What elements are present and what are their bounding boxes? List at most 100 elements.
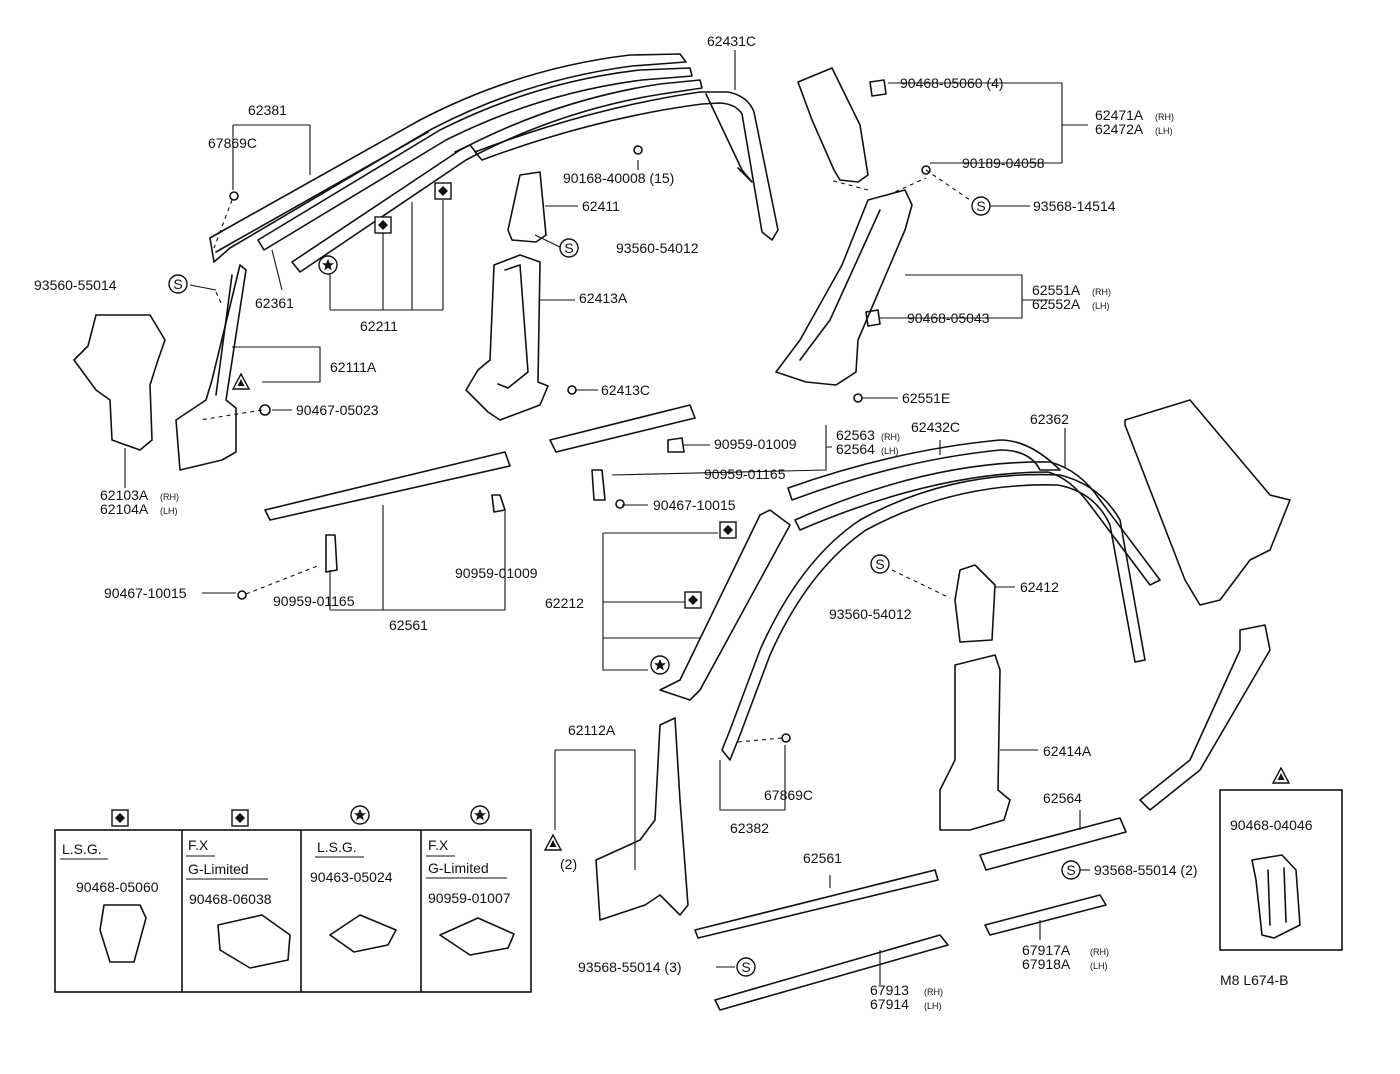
part-62361-shape — [257, 67, 693, 251]
label-93568-55014-2: 93568-55014 (2) — [1094, 862, 1198, 878]
label-62413a: 62413A — [579, 290, 628, 306]
label-67914-lh: (LH) — [924, 1001, 942, 1011]
label-90467-10015-b: 90467-10015 — [104, 585, 187, 601]
part-62112a-shape — [595, 717, 689, 921]
part-62413a-shape — [465, 254, 549, 421]
label-62564: 62564 — [1043, 790, 1082, 806]
clip-legend-table: L.S.G. 90468-05060 F.X G-Limited 90468-0… — [54, 829, 532, 993]
label-62552a: 62552A — [1032, 296, 1081, 312]
label-90959-01009-b: 90959-01009 — [455, 565, 538, 581]
leader-lines — [124, 50, 1090, 985]
label-90959-01009-a: 90959-01009 — [714, 436, 797, 452]
label-67869c-a: 67869C — [208, 135, 257, 151]
label-90467-10015-a: 90467-10015 — [653, 497, 736, 513]
part-62551a-shape — [775, 189, 913, 386]
s-label: S — [173, 276, 182, 292]
part-62414a-shape — [939, 654, 1011, 831]
label-62564-lh: 62564 — [836, 441, 875, 457]
drawing-reference: M8 L674-B — [1220, 972, 1288, 988]
label-62561-b: 62561 — [803, 850, 842, 866]
label-62362: 62362 — [1030, 411, 1069, 427]
part-62431c-shape — [474, 91, 779, 241]
label-62551a: 62551A — [1032, 282, 1081, 298]
part-62471a-shape — [797, 67, 869, 183]
label-67918a-lh: (LH) — [1090, 961, 1108, 971]
label-62381: 62381 — [248, 102, 287, 118]
label-62472a-lh: (LH) — [1155, 126, 1173, 136]
part-labels: 62431C 62381 67869C 93560-55014 62361 62… — [34, 33, 1288, 1012]
part-62362-shape — [794, 461, 1161, 586]
label-90468-05060-4: 90468-05060 (4) — [900, 75, 1004, 91]
part-62111a-shape — [175, 264, 247, 471]
legend-c2-part: 90468-06038 — [189, 891, 272, 907]
part-62103a-shape — [73, 314, 166, 451]
label-62471a-rh: (RH) — [1155, 112, 1174, 122]
label-62552a-lh: (LH) — [1092, 301, 1110, 311]
label-62471a: 62471A — [1095, 107, 1144, 123]
s-label: S — [564, 240, 573, 256]
label-62563-rh: (RH) — [881, 432, 900, 442]
label-62103a: 62103A — [100, 487, 149, 503]
label-90189: 90189-04058 — [962, 155, 1045, 171]
legend-c2-title: F.X — [188, 837, 209, 853]
s-label: S — [1066, 862, 1075, 878]
label-62563: 62563 — [836, 427, 875, 443]
label-62432c: 62432C — [911, 419, 960, 435]
part-62381-shape — [209, 53, 687, 263]
s-label: S — [875, 556, 884, 572]
label-62111a: 62111A — [330, 359, 377, 375]
label-93568-14514: 93568-14514 — [1033, 198, 1116, 214]
label-62551a-rh: (RH) — [1092, 287, 1111, 297]
part-right-quarter-trim-shape — [1124, 399, 1291, 811]
part-62212-shape — [659, 509, 791, 701]
s-clip-markers: S S S S S S — [168, 196, 1081, 977]
label-90467-05023: 90467-05023 — [296, 402, 379, 418]
legend-c3-part: 90463-05024 — [310, 869, 393, 885]
label-67914: 67914 — [870, 996, 909, 1012]
label-93560-55014: 93560-55014 — [34, 277, 117, 293]
inset-label: 90468-04046 — [1230, 817, 1313, 833]
label-90468-05043: 90468-05043 — [907, 310, 990, 326]
s-label: S — [976, 198, 985, 214]
label-67869c-b: 67869C — [764, 787, 813, 803]
label-62561-a: 62561 — [389, 617, 428, 633]
part-62564-shape — [979, 817, 1127, 871]
label-62103a-rh: (RH) — [160, 492, 179, 502]
label-93560-54012-a: 93560-54012 — [616, 240, 699, 256]
label-62361: 62361 — [255, 295, 294, 311]
label-62412: 62412 — [1020, 579, 1059, 595]
label-67918a: 67918A — [1022, 956, 1071, 972]
label-2: (2) — [560, 856, 577, 872]
label-62414a: 62414A — [1043, 743, 1092, 759]
legend-c4-title2: G-Limited — [428, 860, 489, 876]
part-62382-shape — [721, 473, 1146, 761]
part-62411-shape — [507, 171, 547, 243]
label-62382: 62382 — [730, 820, 769, 836]
label-62551e: 62551E — [902, 390, 950, 406]
part-67917a-shape — [984, 894, 1107, 936]
label-93568-55014-3: 93568-55014 (3) — [578, 959, 682, 975]
label-62411: 62411 — [582, 198, 620, 214]
legend-c3-title: L.S.G. — [317, 839, 357, 855]
label-90959-01165-a: 90959-01165 — [704, 466, 786, 482]
label-62212: 62212 — [545, 595, 584, 611]
label-90168: 90168-40008 (15) — [563, 170, 674, 186]
label-62104a: 62104A — [100, 501, 149, 517]
label-93560-54012-b: 93560-54012 — [829, 606, 912, 622]
inset-90468-04046: 90468-04046 — [1219, 789, 1343, 951]
label-67917a-rh: (RH) — [1090, 947, 1109, 957]
legend-c2-title2: G-Limited — [188, 861, 249, 877]
label-62564-lh-sub: (LH) — [881, 446, 899, 456]
legend-c4-part: 90959-01007 — [428, 890, 511, 906]
label-90959-01165-b: 90959-01165 — [273, 593, 355, 609]
part-62432c-shape — [787, 439, 1061, 501]
label-62431c: 62431C — [707, 33, 756, 49]
legend-c4-title: F.X — [428, 837, 449, 853]
legend-c1-part: 90468-05060 — [76, 879, 159, 895]
label-67913: 67913 — [870, 982, 909, 998]
label-67913-rh: (RH) — [924, 987, 943, 997]
legend-c1-title: L.S.G. — [62, 841, 102, 857]
label-62211: 62211 — [360, 318, 398, 334]
label-62112a: 62112A — [568, 722, 616, 738]
